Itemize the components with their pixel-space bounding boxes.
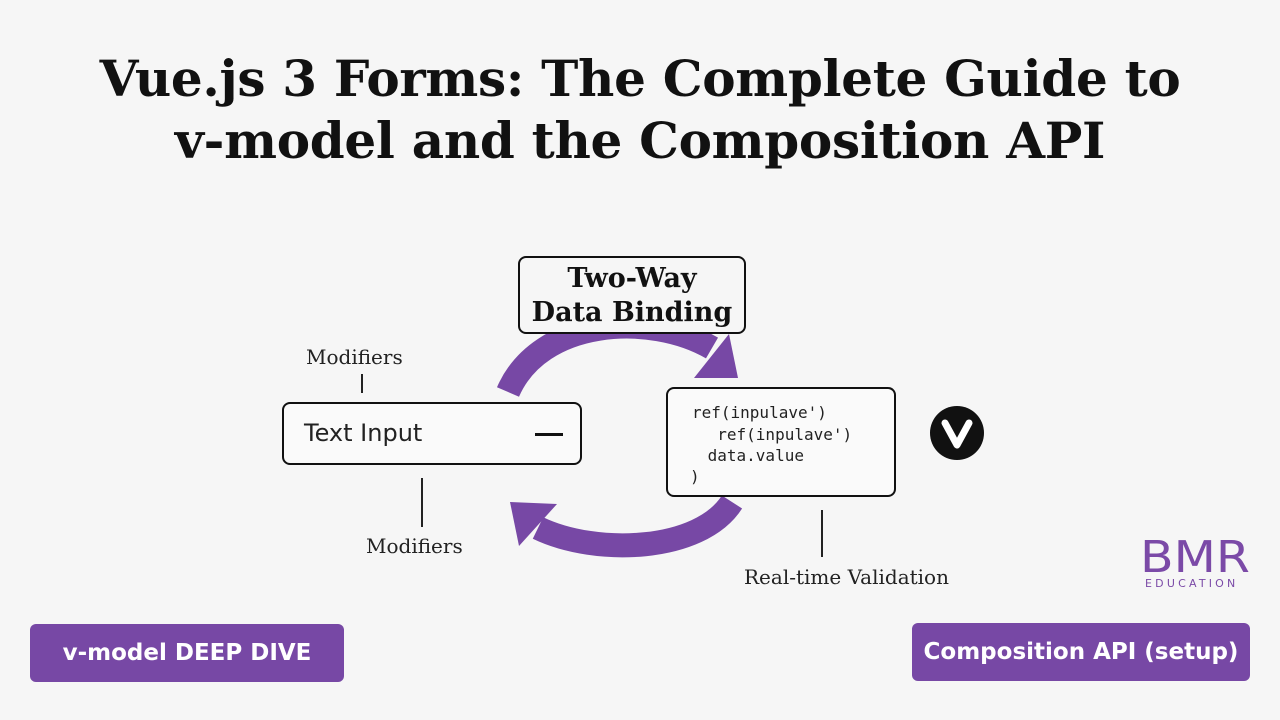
minus-icon — [535, 433, 563, 436]
code-line-3: data.value — [698, 446, 804, 465]
title-line-2: v-model and the Composition API — [174, 111, 1106, 170]
bmr-logo-text: BMR — [1140, 532, 1250, 583]
modifiers-bottom-connector — [421, 478, 423, 527]
validation-connector — [821, 510, 823, 557]
forward-arrow-head — [694, 334, 738, 378]
modifiers-label-bottom: Modifiers — [366, 534, 463, 558]
text-input-label: Text Input — [304, 419, 423, 447]
backward-arrow — [532, 494, 743, 558]
two-way-binding-label: Two-Way Data Binding — [518, 256, 746, 334]
modifiers-label-top: Modifiers — [306, 345, 403, 369]
vue-v-icon — [941, 419, 973, 449]
bmr-logo-subtext: EDUCATION — [1145, 577, 1239, 590]
forward-arrow — [496, 314, 719, 398]
code-line-4: ) — [690, 467, 700, 486]
modifiers-top-connector — [361, 374, 363, 393]
code-line-1: ref(inpulave') — [692, 403, 827, 422]
binding-label-line-2: Data Binding — [531, 297, 733, 328]
code-block: ref(inpulave') ref(inpulave') data.value… — [666, 387, 896, 497]
vue-badge — [930, 406, 984, 460]
bmr-logo: BMR — [1140, 532, 1250, 583]
text-input-field[interactable]: Text Input — [282, 402, 582, 465]
v-model-deep-dive-button[interactable]: v-model DEEP DIVE — [30, 624, 344, 682]
binding-label-line-1: Two-Way — [567, 263, 697, 294]
composition-api-button[interactable]: Composition API (setup) — [912, 623, 1250, 681]
backward-arrow-head — [510, 502, 557, 546]
page-title: Vue.js 3 Forms: The Complete Guide to v-… — [0, 48, 1280, 172]
realtime-validation-label: Real-time Validation — [744, 565, 949, 589]
title-line-1: Vue.js 3 Forms: The Complete Guide to — [99, 49, 1181, 108]
code-line-2: ref(inpulave') — [698, 425, 853, 444]
